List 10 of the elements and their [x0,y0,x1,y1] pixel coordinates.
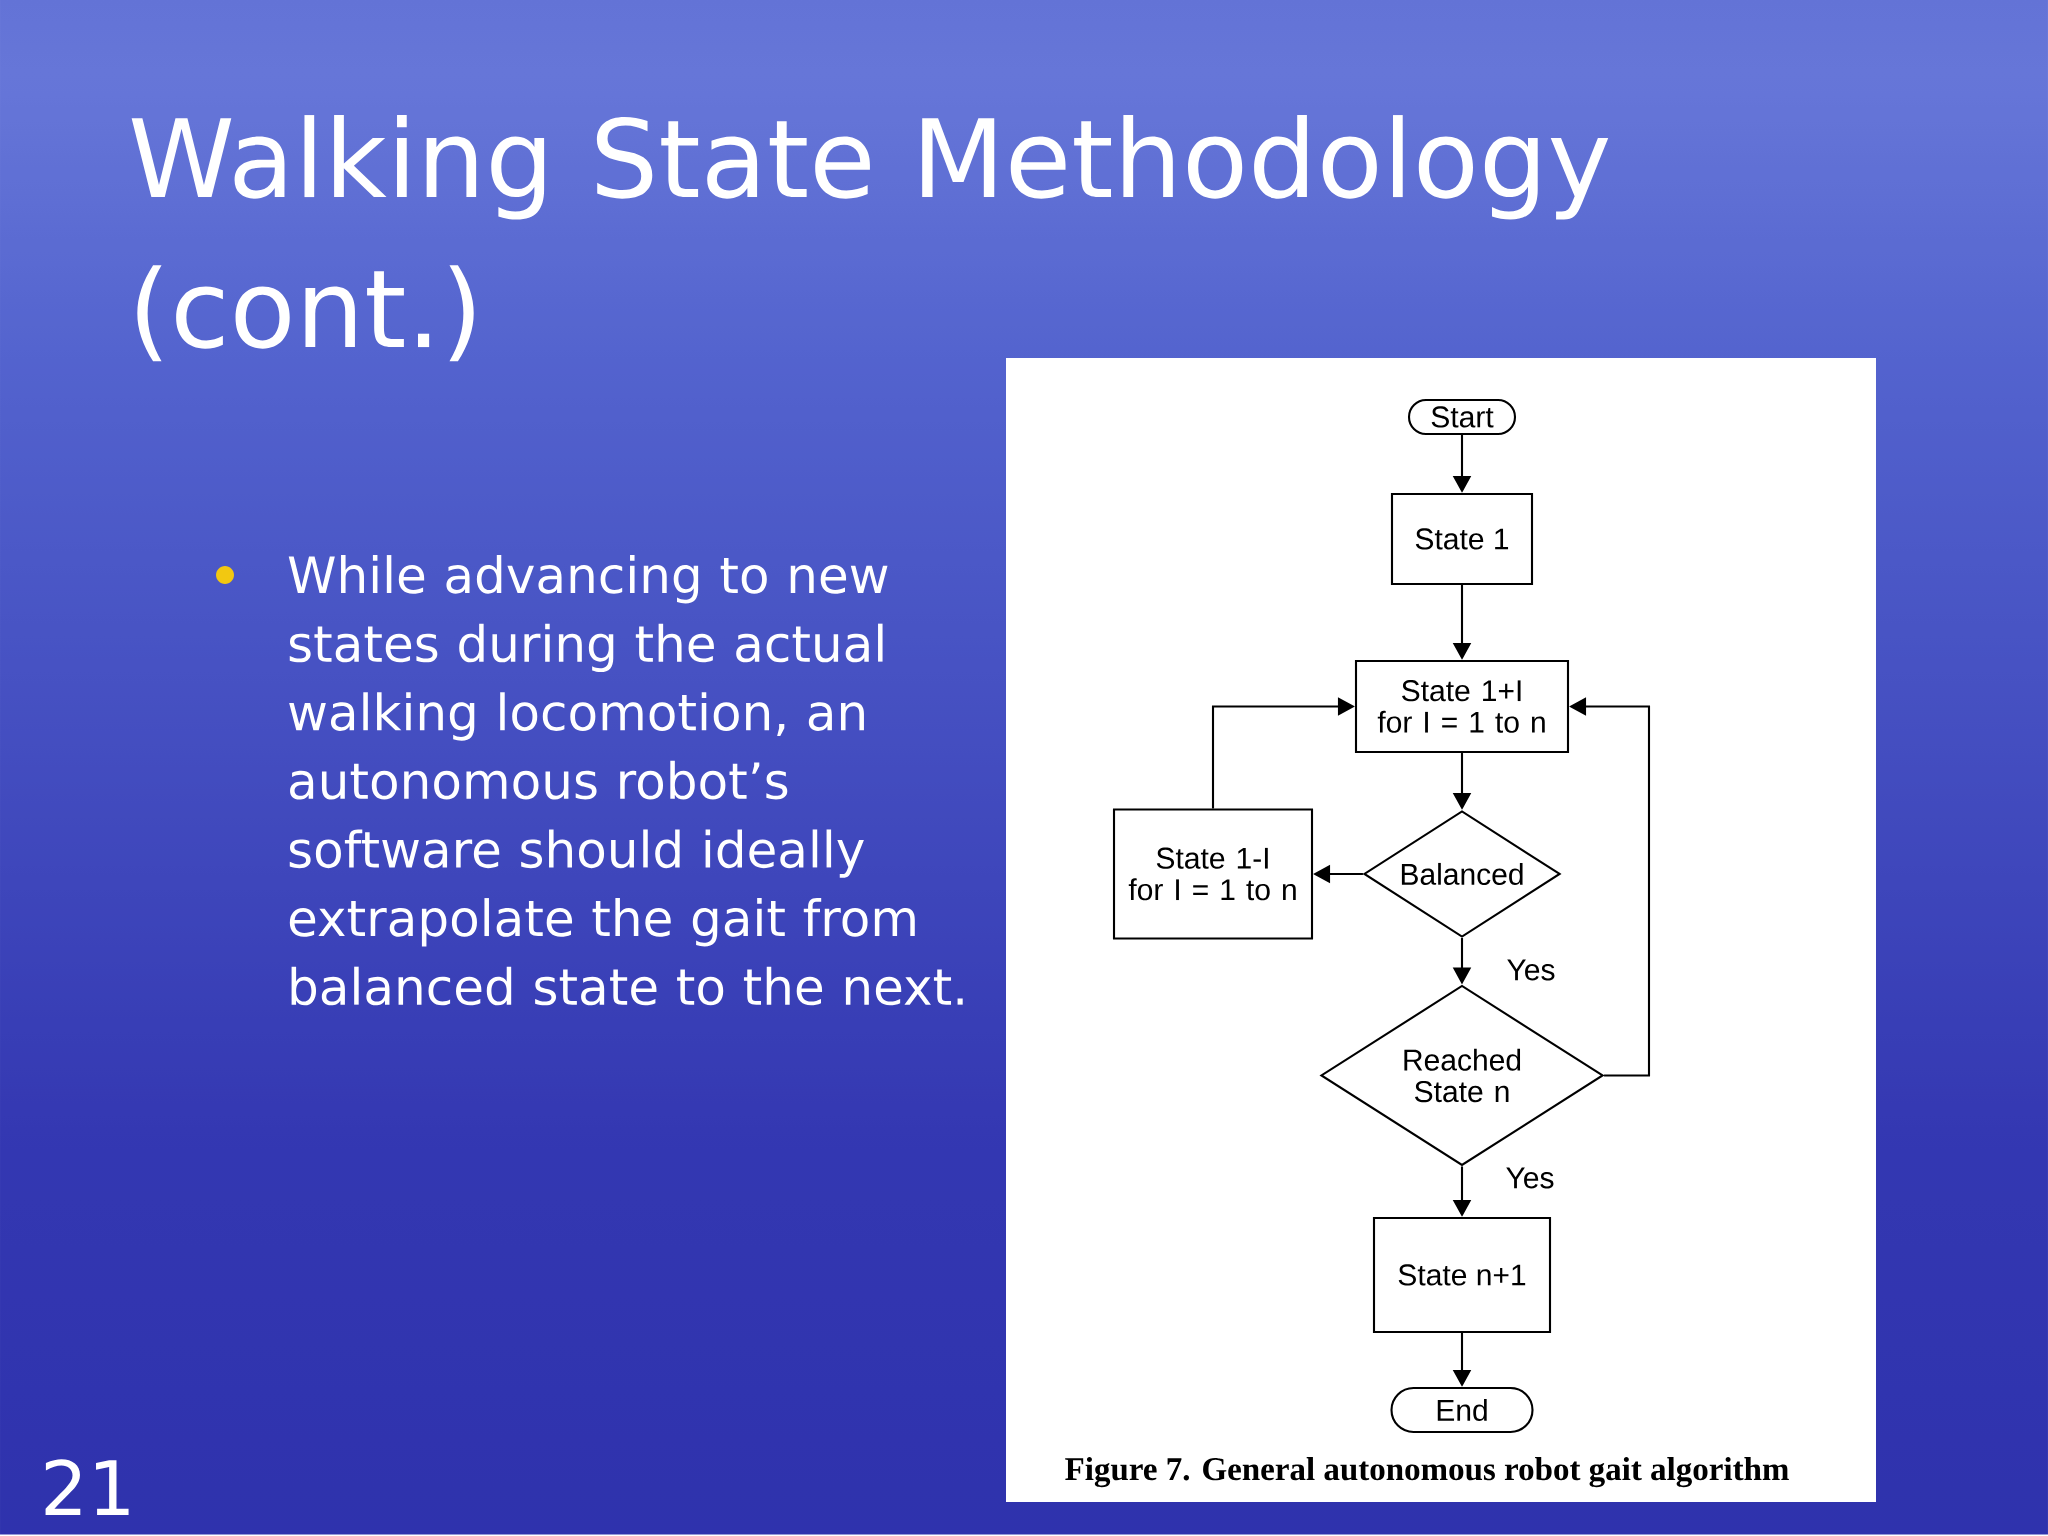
process-box: State 1-I for I = 1 to n [1112,808,1314,940]
process-box: State 1 [1390,492,1534,586]
process-box: State n+1 [1372,1216,1552,1334]
bullet-text: While advancing to new states during the actual walking locomotion, an autonomous robot’s software should ideally extrapolate the gait from balanced state to the next. [288,555,963,1006]
edge-label: Yes [1503,956,1559,984]
edge-label: Yes [1502,1164,1558,1192]
slide-number: 21 [45,1459,129,1515]
slide-title: Walking State Methodology (cont.) [131,115,1609,362]
process-box: State 1+I for I = 1 to n [1354,659,1570,754]
figure-caption: Figure 7. General autonomous robot gait algorithm [1065,1457,1789,1488]
